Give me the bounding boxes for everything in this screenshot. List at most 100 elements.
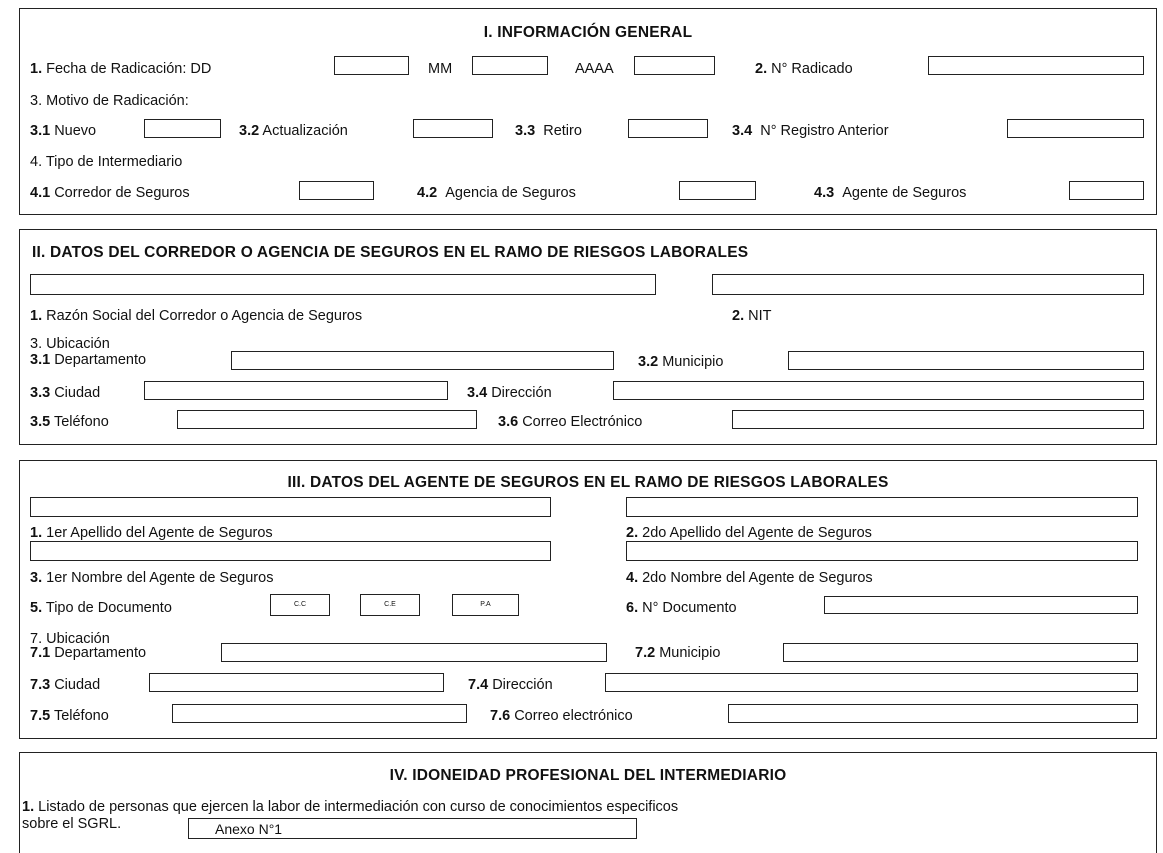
label-text: Ciudad (54, 385, 101, 401)
label-text: Razón Social del Corredor o Agencia de S… (46, 308, 363, 324)
annex-value: Anexo N°1 (215, 821, 283, 837)
ciudad-label: 3.3 Ciudad (30, 385, 100, 401)
departamento-input[interactable] (221, 643, 607, 662)
doc-type-ce-option[interactable]: C.E (360, 594, 420, 616)
label-text: Listado de personas que ejercen la labor… (38, 799, 679, 815)
field-number: 7.1 (30, 645, 51, 661)
field-number: 3.3 (30, 385, 51, 401)
registro-anterior-input[interactable] (1007, 119, 1144, 138)
field-number: 3.6 (498, 414, 519, 430)
label-text: Correo electrónico (514, 708, 633, 724)
ciudad-input[interactable] (144, 381, 448, 400)
field-number: 7.5 (30, 708, 51, 724)
motivo-label: 3. Motivo de Radicación: (30, 93, 189, 109)
correo-input[interactable] (732, 410, 1144, 429)
nit-label: 2. NIT (732, 308, 771, 324)
label-text: 2do Nombre del Agente de Seguros (638, 570, 873, 586)
label-text: N° Documento (638, 600, 737, 616)
field-number: 1. (22, 799, 35, 815)
segundo-nombre-label: 4. 2do Nombre del Agente de Seguros (626, 570, 873, 586)
ubicacion-label: 7. Ubicación (30, 631, 110, 647)
label-text: Retiro (543, 123, 582, 139)
telefono-input[interactable] (172, 704, 467, 723)
mm-input[interactable] (472, 56, 548, 75)
correo-input[interactable] (728, 704, 1138, 723)
field-number: 3.4 (467, 385, 488, 401)
listado-label-continued: sobre el SGRL. (22, 816, 122, 832)
telefono-label: 7.5 Teléfono (30, 708, 109, 724)
tipo-documento-label: 5. Tipo de Documento (30, 600, 172, 616)
segundo-nombre-input[interactable] (626, 541, 1138, 561)
agente-checkbox[interactable] (1069, 181, 1144, 200)
label-text: Municipio (659, 645, 721, 661)
direccion-label: 7.4 Dirección (468, 677, 553, 693)
field-number: 3.1 (30, 352, 51, 368)
doc-type-pa-option[interactable]: P.A (452, 594, 519, 616)
primer-nombre-input[interactable] (30, 541, 551, 561)
telefono-input[interactable] (177, 410, 477, 429)
ciudad-input[interactable] (149, 673, 444, 692)
section-title: II. DATOS DEL CORREDOR O AGENCIA DE SEGU… (32, 244, 749, 261)
ciudad-label: 7.3 Ciudad (30, 677, 100, 693)
departamento-input[interactable] (231, 351, 614, 370)
field-number: 2. (755, 61, 768, 77)
corredor-label: 4.1 Corredor de Seguros (30, 185, 190, 201)
label-text: Correo Electrónico (522, 414, 643, 430)
numero-documento-input[interactable] (824, 596, 1138, 614)
direccion-input[interactable] (613, 381, 1144, 400)
label-text: Teléfono (53, 414, 109, 430)
corredor-checkbox[interactable] (299, 181, 374, 200)
retiro-label: 3.3 Retiro (515, 123, 582, 139)
field-number: 3.2 (638, 354, 659, 370)
label-text: Departamento (54, 645, 147, 661)
retiro-checkbox[interactable] (628, 119, 708, 138)
label-text: Agencia de Seguros (445, 185, 576, 201)
municipio-input[interactable] (788, 351, 1144, 370)
municipio-input[interactable] (783, 643, 1138, 662)
actualizacion-label: 3.2 Actualización (239, 123, 348, 139)
label-text: Departamento (54, 352, 147, 368)
municipio-label: 7.2 Municipio (635, 645, 720, 661)
radicado-input[interactable] (928, 56, 1144, 75)
agencia-checkbox[interactable] (679, 181, 756, 200)
primer-apellido-input[interactable] (30, 497, 551, 517)
label-text: Teléfono (53, 708, 109, 724)
field-number: 7.2 (635, 645, 656, 661)
segundo-apellido-input[interactable] (626, 497, 1138, 517)
actualizacion-checkbox[interactable] (413, 119, 493, 138)
direccion-input[interactable] (605, 673, 1138, 692)
aaaa-input[interactable] (634, 56, 715, 75)
field-number: 1. (30, 525, 43, 541)
primer-apellido-label: 1. 1er Apellido del Agente de Seguros (30, 525, 273, 541)
razon-social-input[interactable] (30, 274, 656, 295)
listado-label: 1. Listado de personas que ejercen la la… (22, 799, 678, 815)
nit-input[interactable] (712, 274, 1144, 295)
section-datos-corredor: II. DATOS DEL CORREDOR O AGENCIA DE SEGU… (19, 229, 1157, 445)
field-number: 3.2 (239, 123, 260, 139)
field-number: 7.6 (490, 708, 511, 724)
ubicacion-label: 3. Ubicación (30, 336, 110, 352)
label-text: Tipo de Documento (45, 600, 172, 616)
field-number: 4.3 (814, 185, 835, 201)
agencia-label: 4.2 Agencia de Seguros (417, 185, 576, 201)
label-text: N° Registro Anterior (760, 123, 889, 139)
label-text: Dirección (492, 677, 553, 693)
segundo-apellido-label: 2. 2do Apellido del Agente de Seguros (626, 525, 872, 541)
nuevo-checkbox[interactable] (144, 119, 221, 138)
label-text: Fecha de Radicación: DD (46, 61, 212, 77)
label-text: N° Radicado (771, 61, 853, 77)
annex-field[interactable]: Anexo N°1 (188, 818, 637, 839)
label-text: Agente de Seguros (842, 185, 967, 201)
dd-input[interactable] (334, 56, 409, 75)
field-number: 7.4 (468, 677, 489, 693)
section-title: III. DATOS DEL AGENTE DE SEGUROS EN EL R… (287, 474, 889, 491)
doc-type-cc-option[interactable]: C.C (270, 594, 330, 616)
departamento-label: 7.1 Departamento (30, 645, 146, 661)
correo-label: 3.6 Correo Electrónico (498, 414, 642, 430)
field-number: 3.4 (732, 123, 753, 139)
radicado-label: 2. N° Radicado (755, 61, 853, 77)
field-number: 3.3 (515, 123, 536, 139)
field-number: 3. (30, 570, 43, 586)
mm-label: MM (428, 61, 453, 77)
agente-label: 4.3 Agente de Seguros (814, 185, 966, 201)
